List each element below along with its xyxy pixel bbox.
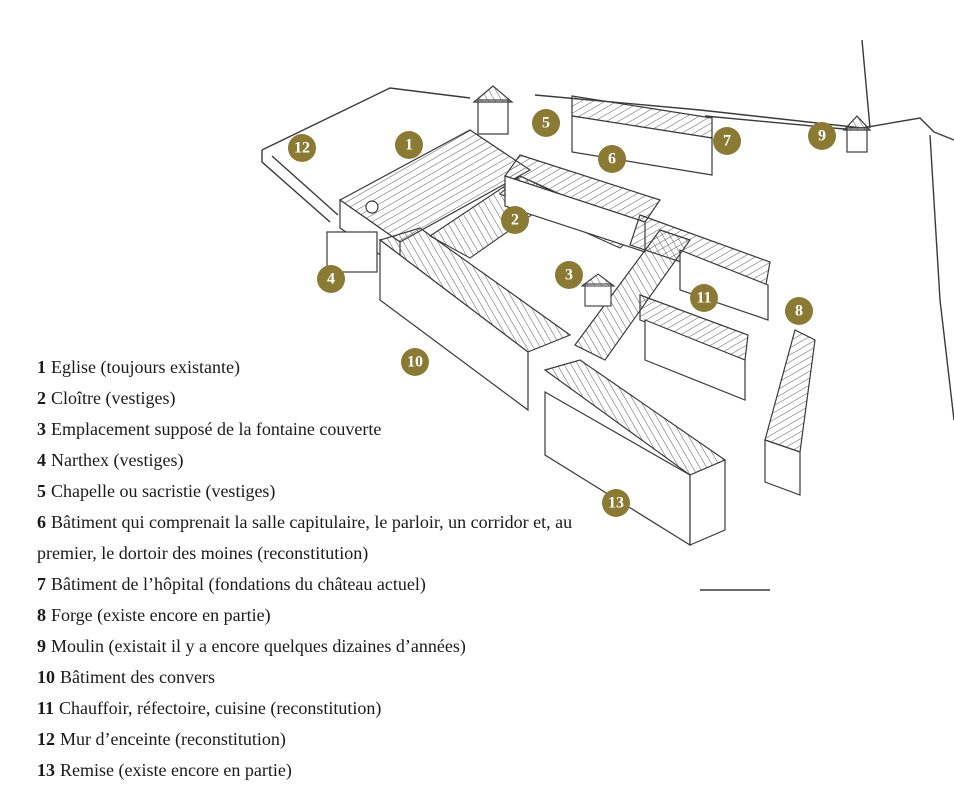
refectory-buildings: [574, 214, 771, 401]
marker-1: 1: [395, 131, 423, 159]
svg-text:13: 13: [608, 495, 624, 512]
svg-text:1: 1: [405, 137, 413, 154]
mill-building: [842, 115, 872, 153]
marker-6: 6: [598, 145, 626, 173]
forge-building: [764, 329, 816, 496]
marker-3: 3: [555, 261, 583, 289]
svg-text:4: 4: [327, 271, 335, 288]
svg-text:8: 8: [795, 303, 803, 320]
svg-text:6: 6: [608, 151, 616, 168]
number-markers: 1 2 3 4 5 6 7 8 9 10 11 12 13: [288, 109, 836, 517]
svg-text:9: 9: [818, 128, 826, 145]
svg-text:2: 2: [511, 212, 519, 229]
marker-8: 8: [785, 297, 813, 325]
marker-5: 5: [532, 109, 560, 137]
svg-text:12: 12: [294, 140, 310, 157]
hospital-building: [571, 95, 713, 176]
marker-11: 11: [690, 284, 718, 312]
svg-text:11: 11: [696, 290, 711, 307]
svg-text:3: 3: [565, 267, 573, 284]
shed-building: [543, 359, 727, 547]
marker-10: 10: [401, 348, 429, 376]
marker-2: 2: [501, 206, 529, 234]
marker-4: 4: [317, 265, 345, 293]
marker-12: 12: [288, 134, 316, 162]
marker-9: 9: [808, 122, 836, 150]
fountain-building: [580, 273, 616, 307]
svg-text:7: 7: [723, 133, 731, 150]
marker-13: 13: [602, 489, 630, 517]
marker-7: 7: [713, 127, 741, 155]
svg-text:5: 5: [542, 115, 550, 132]
lay-brothers-building: [378, 227, 572, 412]
enclosure-wall: [261, 39, 954, 591]
svg-text:10: 10: [407, 354, 423, 371]
